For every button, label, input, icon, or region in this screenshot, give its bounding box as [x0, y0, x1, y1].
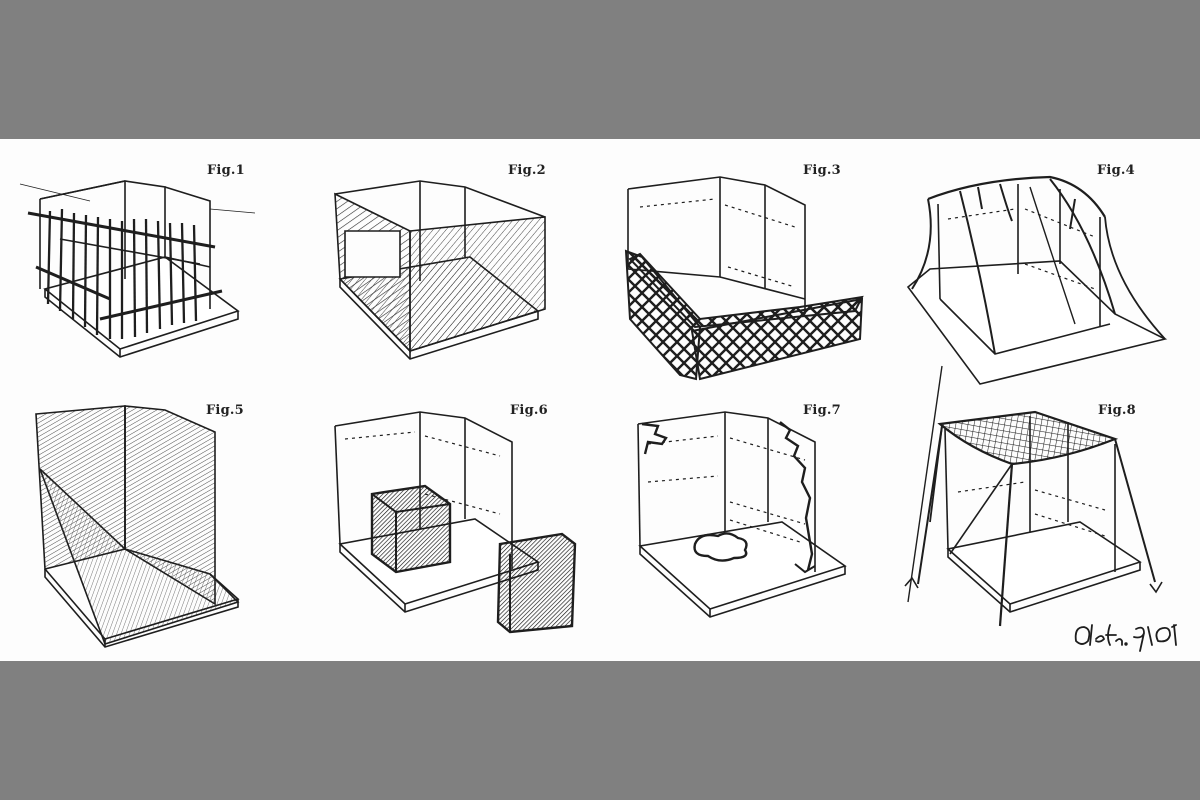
figure-4-label: Fig.4 [1097, 163, 1135, 178]
figure-8: Fig.8 [900, 394, 1200, 649]
figure-4-drawing [900, 139, 1200, 394]
figure-7: Fig.7 [600, 394, 900, 649]
figure-4: Fig.4 [900, 139, 1200, 394]
figure-6-drawing [300, 394, 600, 649]
sketch-sheet: Fig.1 Fig [0, 139, 1200, 661]
figure-3: Fig.3 [600, 139, 900, 394]
figure-3-label: Fig.3 [803, 163, 841, 178]
figure-2: Fig.2 [300, 139, 600, 394]
figure-7-label: Fig.7 [803, 403, 841, 418]
figure-8-drawing [900, 394, 1200, 649]
figure-8-label: Fig.8 [1098, 403, 1136, 418]
figure-6-label: Fig.6 [510, 403, 548, 418]
figure-5-label: Fig.5 [206, 403, 244, 418]
figure-1-drawing [0, 139, 300, 394]
figure-2-drawing [300, 139, 600, 394]
artist-signature [1072, 615, 1182, 653]
figure-7-drawing [600, 394, 900, 649]
figure-5: Fig.5 [0, 394, 300, 649]
figure-5-drawing [0, 394, 300, 649]
figure-3-drawing [600, 139, 900, 394]
signature-drawing [1072, 615, 1182, 653]
figure-2-label: Fig.2 [508, 163, 546, 178]
figure-6: Fig.6 [300, 394, 600, 649]
figure-1-label: Fig.1 [207, 163, 245, 178]
figure-1: Fig.1 [0, 139, 300, 394]
